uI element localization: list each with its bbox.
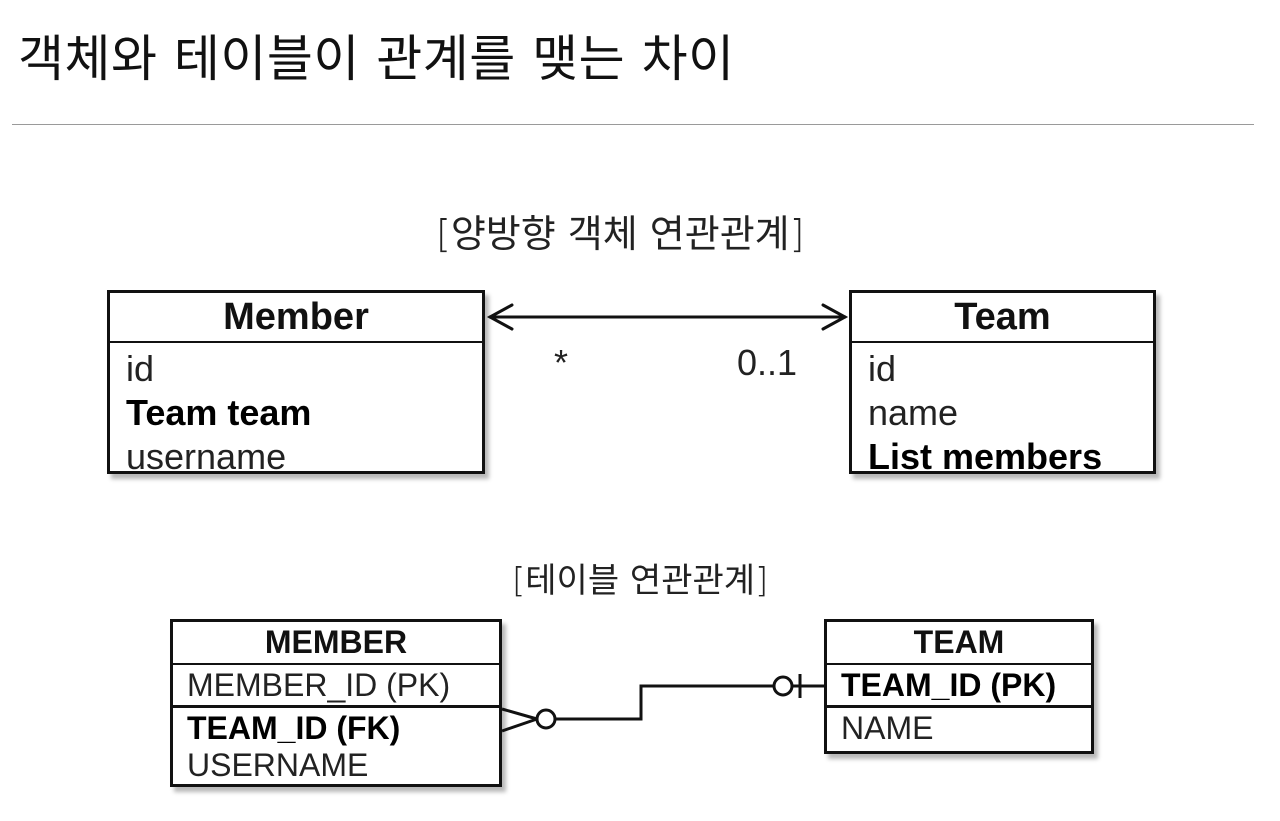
team-table-box: TEAM TEAM_ID (PK) NAME xyxy=(824,619,1094,754)
member-table-name: MEMBER xyxy=(173,622,499,665)
bidirectional-association-arrow xyxy=(486,303,849,331)
team-class-box: Team id name List members xyxy=(849,290,1156,477)
team-table-column: NAME xyxy=(827,705,1091,746)
member-multiplicity-label: * xyxy=(554,342,569,383)
team-field-members: List members xyxy=(868,436,1103,477)
member-field-team: Team team xyxy=(126,392,312,433)
member-table-column: MEMBER_ID (PK) xyxy=(187,667,451,703)
member-class-box: Member id Team team username xyxy=(107,290,485,477)
team-multiplicity-label: 0..1 xyxy=(737,342,798,383)
title-divider xyxy=(12,124,1254,125)
team-field: id xyxy=(868,348,897,389)
member-table-fk-column: TEAM_ID (FK) xyxy=(173,705,499,746)
team-field: name xyxy=(868,392,959,433)
team-table-pk-column: TEAM_ID (PK) xyxy=(841,667,1057,703)
object-diagram-caption: [양방향 객체 연관관계] xyxy=(436,212,805,256)
member-class-name: Member xyxy=(110,293,482,343)
table-diagram-caption: [테이블 연관관계] xyxy=(512,561,769,601)
team-class-name: Team xyxy=(852,293,1153,343)
member-field: id xyxy=(126,348,155,389)
erd-relationship-line xyxy=(556,684,824,721)
crows-foot-many-icon xyxy=(501,707,557,733)
member-field: username xyxy=(126,436,287,477)
page-title: 객체와 테이블이 관계를 맺는 차이 xyxy=(18,30,735,88)
member-table-box: MEMBER MEMBER_ID (PK) TEAM_ID (FK) USERN… xyxy=(170,619,502,787)
zero-or-one-icon xyxy=(772,674,802,698)
team-table-name: TEAM xyxy=(827,622,1091,665)
member-table-column: USERNAME xyxy=(187,747,369,783)
